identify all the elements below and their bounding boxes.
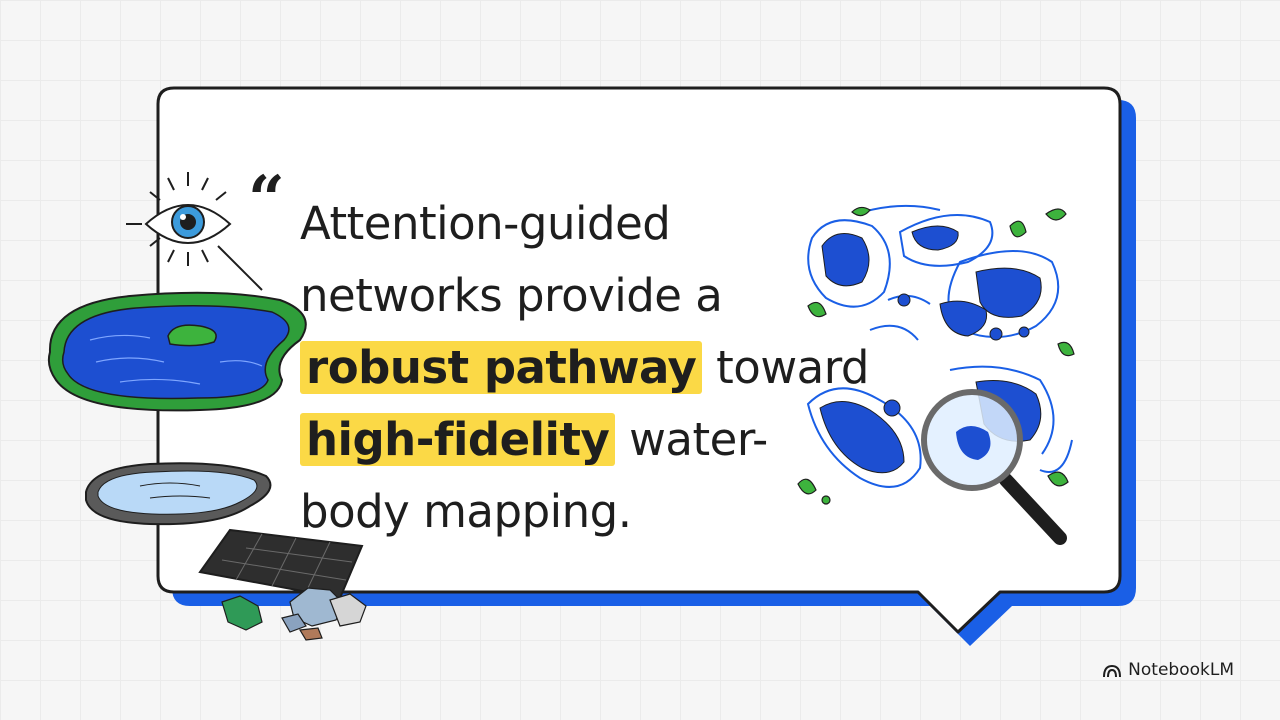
notebooklm-watermark: NotebookLM [1102,660,1234,680]
quote-text-toward: toward [702,341,869,394]
puddle-icon [85,462,272,526]
brand-name: NotebookLM [1128,660,1234,680]
highlight-robust-pathway: robust pathway [300,341,703,394]
quote-line-5: body mapping. [300,485,632,538]
quote-text: Attention-guided networks provide a robu… [300,188,900,548]
notebooklm-logo-icon [1103,664,1122,678]
quote-line-1: Attention-guided [300,197,671,250]
lake-icon [47,291,307,412]
quote-line-2: networks provide a [300,269,723,322]
quote-line-3: robust pathway toward [300,332,900,404]
quote-text-water: water- [615,413,768,466]
magnifier-icon [921,389,1067,545]
open-quote-mark: “ [248,162,285,237]
highlight-high-fidelity: high-fidelity [300,413,616,466]
rubble-icon [221,587,367,641]
quote-line-4: high-fidelity water- [300,404,900,476]
eye-icon [126,172,263,291]
leaf-icon [797,206,1075,505]
